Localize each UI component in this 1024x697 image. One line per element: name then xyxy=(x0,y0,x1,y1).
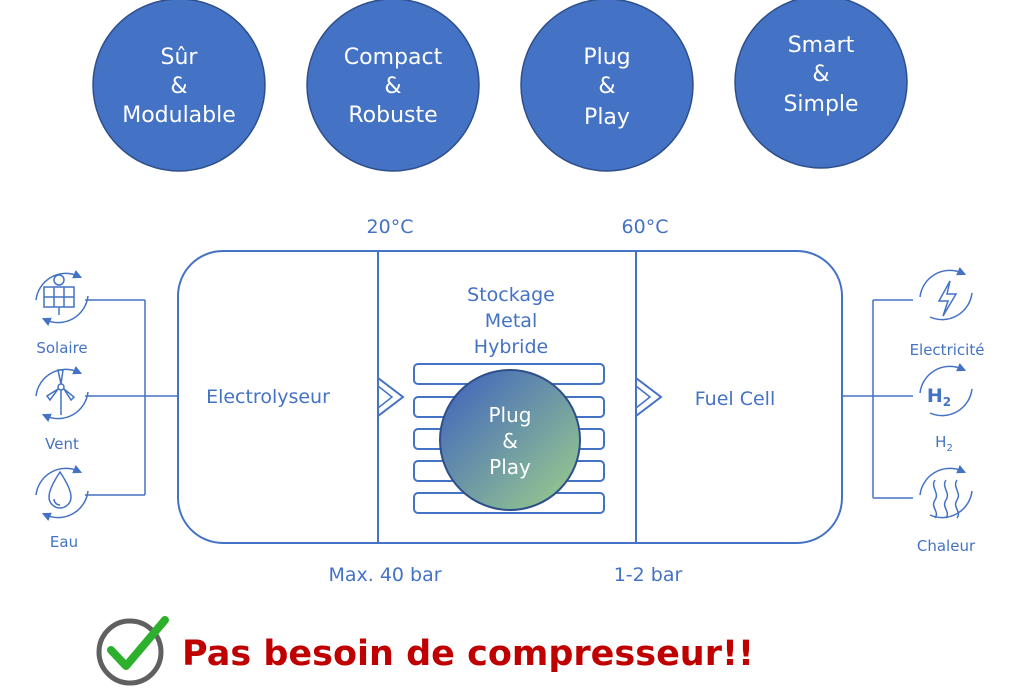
feature-line: Plug xyxy=(583,45,630,70)
plug-play-line: Plug xyxy=(489,403,532,427)
temp-fuelcell: 60°C xyxy=(622,216,669,238)
feature-bubble-compact: Compact & Robuste xyxy=(306,0,480,172)
plug-play-line: & xyxy=(502,429,518,453)
water-drop-icon xyxy=(35,465,89,521)
plug-play-line: Play xyxy=(489,455,531,479)
feature-bubble-plug: Plug & Play xyxy=(520,0,694,172)
storage-line: Metal xyxy=(485,310,537,332)
output-connector xyxy=(842,299,913,499)
feature-line: Modulable xyxy=(122,103,236,128)
feature-bubble-smart: Smart & Simple xyxy=(734,0,908,169)
heat-icon xyxy=(919,465,973,519)
feature-line: Robuste xyxy=(348,103,437,128)
pressure-fuelcell: 1-2 bar xyxy=(614,564,683,586)
check-icon xyxy=(96,616,169,686)
lightning-icon xyxy=(919,267,973,321)
storage-line: Hybride xyxy=(474,336,548,358)
feature-line: Sûr xyxy=(161,45,199,70)
chevron-right-icon xyxy=(377,377,405,417)
feature-line: & xyxy=(384,74,401,99)
feature-line: Smart xyxy=(788,33,855,58)
hydrogen-icon: H2 xyxy=(919,363,973,417)
output-label-heat: Chaleur xyxy=(917,537,976,555)
fuel-cell-label: Fuel Cell xyxy=(695,388,775,410)
storage-line: Stockage xyxy=(467,284,555,306)
output-label-hydrogen: H2 xyxy=(935,433,953,454)
feature-line: & xyxy=(170,74,187,99)
system-box xyxy=(177,250,843,544)
chevron-right-icon xyxy=(635,377,663,417)
feature-line: & xyxy=(598,74,615,99)
electrolyser-label: Electrolyseur xyxy=(206,386,330,408)
input-label-water: Eau xyxy=(50,533,78,551)
headline: Pas besoin de compresseur!! xyxy=(182,634,754,674)
output-label-electricity: Electricité xyxy=(910,341,985,359)
chevron-right-icon xyxy=(377,385,394,409)
feature-bubble-safe: Sûr & Modulable xyxy=(92,0,266,172)
feature-line: Compact xyxy=(344,45,443,70)
input-connector xyxy=(85,299,178,496)
feature-line: Play xyxy=(584,105,630,130)
svg-text:H2: H2 xyxy=(927,385,951,409)
temp-electrolyser: 20°C xyxy=(367,216,414,238)
plug-play-sphere: Plug & Play xyxy=(439,369,581,511)
wind-turbine-icon xyxy=(35,366,89,422)
chevron-right-icon xyxy=(635,385,652,409)
input-label-solar: Solaire xyxy=(36,339,87,357)
feature-line: & xyxy=(812,62,829,87)
input-label-wind: Vent xyxy=(45,435,79,453)
solar-panel-icon xyxy=(35,270,89,326)
pressure-electrolyser: Max. 40 bar xyxy=(328,564,441,586)
feature-line: Simple xyxy=(783,92,858,117)
